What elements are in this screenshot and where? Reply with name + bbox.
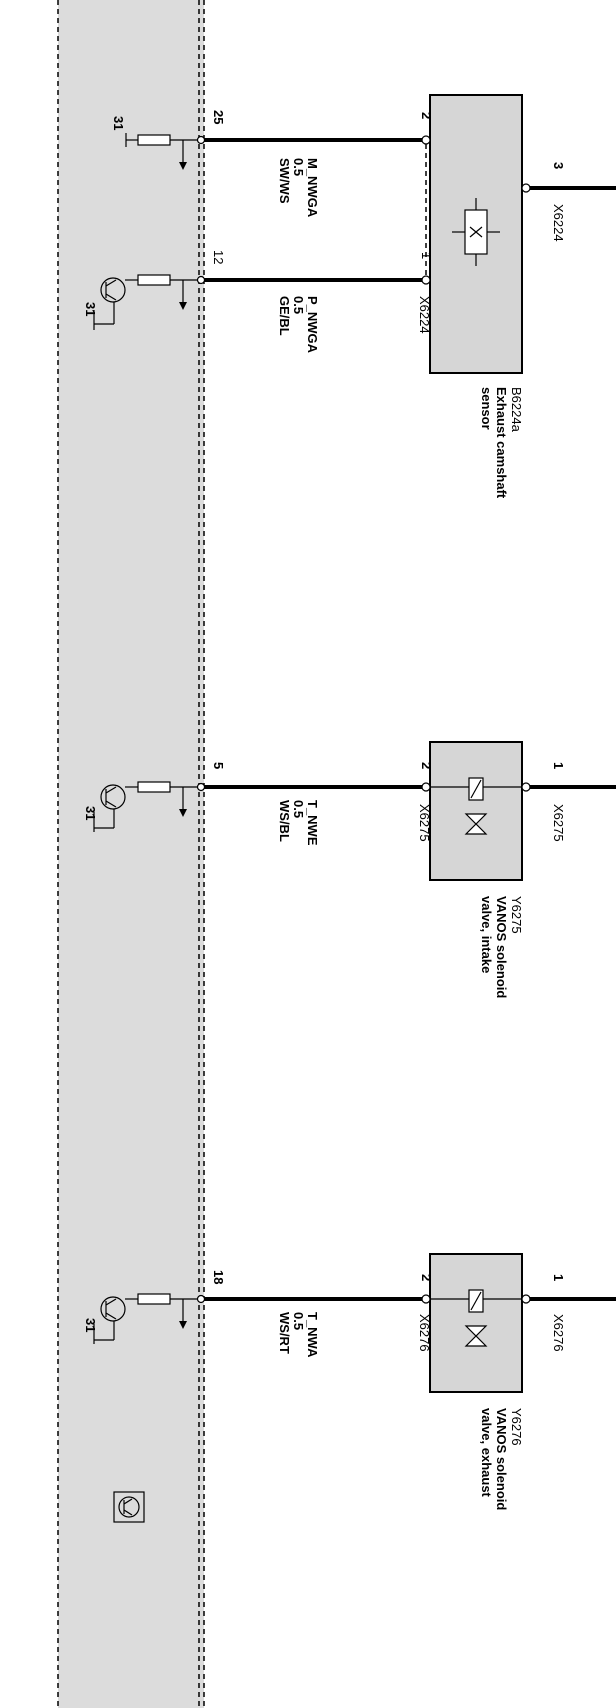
wire-m-nwga-name: M_NWGA	[305, 158, 320, 218]
y6275-code: Y6275	[509, 896, 524, 934]
circuit-pin-25	[125, 133, 206, 170]
ground-label-3: 31	[83, 806, 98, 820]
circuit-pin-12	[93, 274, 206, 330]
b6224a-code: B6224a	[509, 387, 524, 433]
wire-p-nwga-size: 0.5	[291, 296, 306, 314]
y6275-pin-1: 1	[551, 762, 566, 769]
component-b6224a	[421, 94, 531, 374]
ground-label-2: 31	[83, 302, 98, 316]
y6275-pin-2: 2	[419, 762, 434, 769]
y6276-desc-2: valve, exhaust	[479, 1408, 494, 1498]
y6276-code: Y6276	[509, 1408, 524, 1446]
wire-p-nwga-color: GE/BL	[277, 296, 292, 336]
wire-t-nwa-color: WS/RT	[277, 1312, 292, 1354]
component-y6275	[421, 741, 531, 881]
b6224a-desc-2: sensor	[479, 387, 494, 430]
wire-t-nwe-color: WS/BL	[277, 800, 292, 842]
y6276-pin-2: 2	[419, 1274, 434, 1281]
b6224a-pin-1: 1	[419, 252, 434, 259]
circuit-pin-5	[93, 781, 206, 832]
y6276-connector-left: X6276	[417, 1314, 432, 1352]
circuit-pin-18	[93, 1293, 206, 1344]
b6224a-pin-3: 3	[551, 162, 566, 169]
y6276-desc-1: VANOS solenoid	[494, 1408, 509, 1510]
y6275-desc-1: VANOS solenoid	[494, 896, 509, 998]
ground-label-4: 31	[83, 1318, 98, 1332]
pin-5-label: 5	[211, 762, 226, 769]
wire-t-nwa-name: T_NWA	[305, 1312, 320, 1358]
wire-m-nwga-color: SW/WS	[277, 158, 292, 204]
pin-25-label: 25	[211, 110, 226, 124]
wire-m-nwga-size: 0.5	[291, 158, 306, 176]
ground-label-1: 31	[111, 116, 126, 130]
wire-t-nwa-size: 0.5	[291, 1312, 306, 1330]
y6275-connector-left: X6275	[417, 804, 432, 842]
y6275-desc-2: valve, intake	[479, 896, 494, 973]
b6224a-connector-left: X6224	[417, 296, 432, 334]
ecu-band	[58, 0, 204, 1708]
b6224a-pin-2: 2	[419, 112, 434, 119]
transistor-symbol-icon	[113, 1491, 145, 1523]
b6224a-connector-right: X6224	[551, 204, 566, 242]
y6276-connector-right: X6276	[551, 1314, 566, 1352]
b6224a-desc-1: Exhaust camshaft	[494, 387, 509, 499]
wire-t-nwe-name: T_NWE	[305, 800, 320, 846]
component-y6276	[421, 1253, 531, 1393]
y6276-pin-1: 1	[551, 1274, 566, 1281]
wire-p-nwga-name: P_NWGA	[305, 296, 320, 354]
wire-t-nwe-size: 0.5	[291, 800, 306, 818]
pin-18-label: 18	[211, 1270, 226, 1284]
y6275-connector-right: X6275	[551, 804, 566, 842]
pin-12-label: 12	[211, 250, 226, 264]
